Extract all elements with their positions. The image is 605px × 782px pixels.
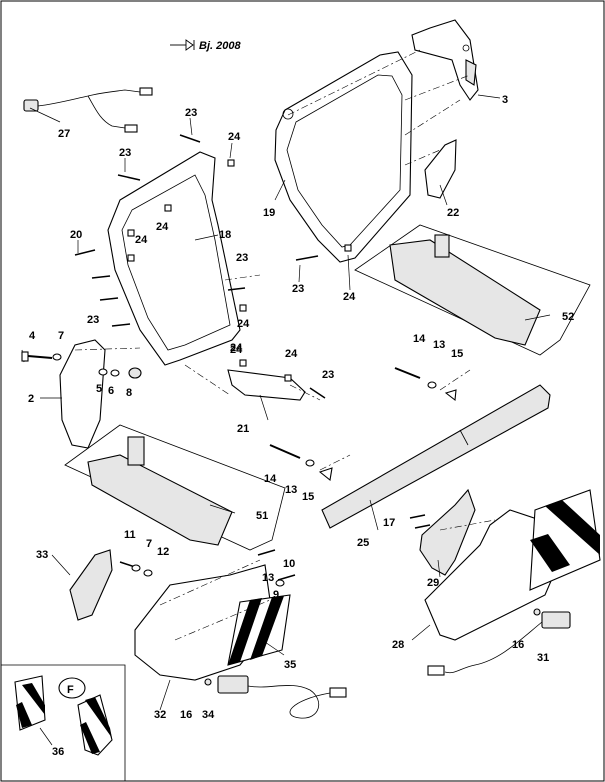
callout-23: 23 [322, 369, 334, 381]
callout-4: 4 [29, 330, 36, 342]
callout-3: 3 [502, 94, 508, 106]
part-34-side-lamp [217, 675, 347, 719]
part-21-mounting-plate [227, 369, 306, 401]
part-29-bracket [419, 488, 476, 576]
callout-27: 27 [58, 128, 70, 140]
part-14-13-15-upper-hardware [394, 367, 457, 402]
callout-20: 20 [70, 229, 82, 241]
callout-35: 35 [284, 659, 296, 671]
fastener-marks [74, 134, 541, 686]
part-31-side-lamp [427, 611, 571, 676]
callout-23: 23 [292, 283, 304, 295]
model-year-label: Bj. 2008 [199, 40, 241, 52]
callout-7: 7 [146, 538, 152, 550]
part-4-bolt [21, 349, 53, 363]
callout-15: 15 [302, 491, 314, 503]
callout-16: 16 [180, 709, 192, 721]
callout-23: 23 [87, 314, 99, 326]
callout-7: 7 [58, 330, 64, 342]
callout-24: 24 [343, 291, 356, 303]
callout-labels: 3 27 23 24 23 19 22 18 20 24 24 23 23 24… [28, 94, 574, 758]
part-52-cushion-group [354, 224, 591, 356]
callout-14: 14 [264, 473, 277, 485]
callout-21: 21 [237, 423, 249, 435]
part-28-mudguard-right [424, 489, 601, 641]
callout-11: 11 [124, 529, 136, 541]
alignment-lines [74, 49, 496, 641]
callout-13: 13 [262, 572, 274, 584]
callout-23: 23 [119, 147, 131, 159]
callout-24: 24 [228, 131, 241, 143]
callout-32: 32 [154, 709, 166, 721]
callout-23: 23 [236, 252, 248, 264]
part-18-side-frame [107, 151, 241, 366]
callout-24: 24 [156, 221, 169, 233]
callout-18: 18 [219, 229, 231, 241]
callout-24: 24 [237, 318, 250, 330]
callout-16: 16 [512, 639, 524, 651]
inset-panel: F [1, 664, 126, 781]
callout-23: 23 [185, 107, 197, 119]
callout-24: 24 [230, 342, 243, 354]
part-3-bracket [411, 19, 479, 101]
callout-10: 10 [283, 558, 295, 570]
callout-15: 15 [451, 348, 463, 360]
callout-29: 29 [427, 577, 439, 589]
callout-8: 8 [126, 387, 132, 399]
leader-lines [29, 94, 551, 746]
callout-19: 19 [263, 207, 275, 219]
callout-22: 22 [447, 207, 459, 219]
part-5-6-8-washers-nut [52, 353, 142, 379]
callout-9: 9 [273, 589, 279, 601]
part-25-long-cushion [321, 384, 551, 529]
callout-24: 24 [230, 344, 243, 356]
callout-33: 33 [36, 549, 48, 561]
callout-25: 25 [357, 537, 369, 549]
part-2-hinge-plate [59, 339, 106, 449]
callout-28: 28 [392, 639, 404, 651]
callout-13: 13 [285, 484, 297, 496]
inset-badge-text: F [67, 684, 74, 696]
callout-24: 24 [285, 348, 298, 360]
part-14-13-15-lower-hardware [269, 444, 333, 482]
callout-52: 52 [562, 311, 574, 323]
callout-5: 5 [96, 383, 102, 395]
callout-6: 6 [108, 385, 114, 397]
callout-51: 51 [256, 510, 268, 522]
model-year-header: Bj. 2008 [170, 39, 241, 52]
part-32-mudguard-left [134, 564, 291, 681]
callout-34: 34 [202, 709, 215, 721]
callout-2: 2 [28, 393, 34, 405]
part-19-door-frame [274, 51, 413, 263]
callout-12: 12 [157, 546, 169, 558]
callout-24: 24 [135, 234, 148, 246]
callout-14: 14 [413, 333, 426, 345]
part-33-reflector [69, 549, 113, 621]
callout-17: 17 [383, 517, 395, 529]
callout-13: 13 [433, 339, 445, 351]
part-27-wiring-harness [23, 87, 153, 133]
callout-36: 36 [52, 746, 64, 758]
callout-31: 31 [537, 652, 549, 664]
part-51-cushion-group [64, 424, 286, 551]
part-22-bracket [424, 139, 457, 199]
